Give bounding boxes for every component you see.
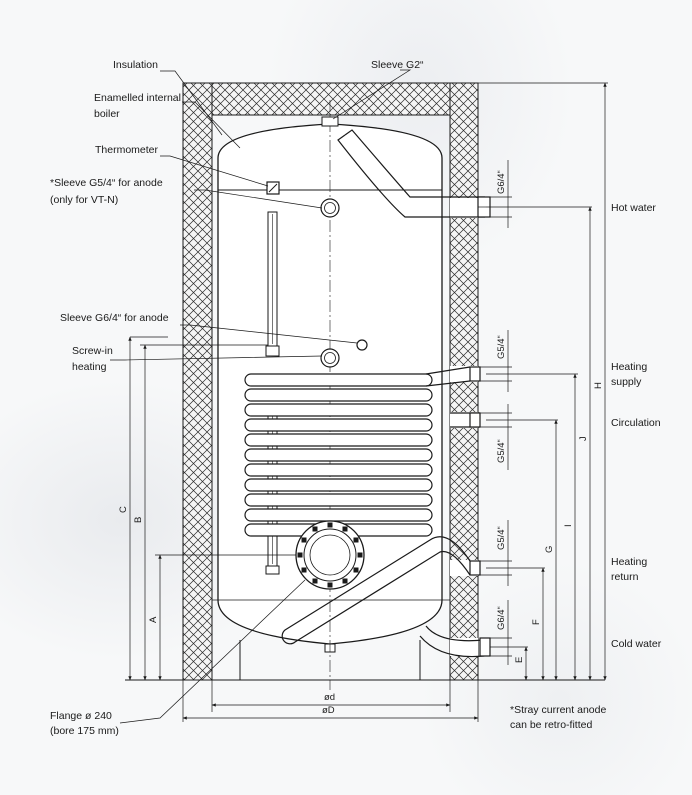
- dim-f: F: [531, 619, 542, 625]
- coil-turn: [244, 418, 433, 432]
- flange-bolt: [301, 567, 307, 573]
- flange-bolt: [327, 522, 333, 528]
- dim-i: I: [563, 524, 574, 527]
- label-thermometer: Thermometer: [95, 144, 159, 156]
- label-enamelled-boiler-1: Enamelled internal: [94, 92, 181, 104]
- label-screw-in-1: Screw-in: [72, 345, 113, 357]
- flange-bolt: [353, 537, 359, 543]
- label-circulation: Circulation: [611, 417, 661, 429]
- coil-turn: [244, 448, 433, 462]
- dim-c: C: [118, 506, 129, 513]
- thermometer: [266, 181, 280, 195]
- thread-supply: G5/4“: [496, 335, 507, 359]
- coil-turn: [244, 403, 433, 417]
- flange-ring: [309, 534, 351, 576]
- flange-bolt: [301, 537, 307, 543]
- label-screw-in-2: heating: [72, 361, 107, 373]
- leader-lines: [110, 69, 412, 724]
- label-sleeve-g2: Sleeve G2“: [371, 59, 424, 71]
- label-stray-anode-2: can be retro-fitted: [510, 719, 592, 731]
- label-sleeve-anode-2: (only for VT-N): [50, 194, 118, 206]
- coil-supply-pipe: [425, 366, 471, 387]
- dim-a: A: [148, 616, 159, 623]
- label-sleeve-anode-1: *Sleeve G5/4“ for anode: [50, 177, 163, 189]
- flange-bolt: [353, 567, 359, 573]
- label-flange-1: Flange ø 240: [50, 710, 112, 722]
- coil-turn: [244, 508, 433, 522]
- flange-bolt: [312, 578, 318, 584]
- label-flange-2: (bore 175 mm): [50, 725, 119, 737]
- anode-sleeve-top-inner: [324, 202, 336, 214]
- label-heating-supply-1: Heating: [611, 361, 647, 373]
- coil-turn: [244, 463, 433, 477]
- dim-j: J: [578, 436, 589, 441]
- label-sleeve-g64-anode: Sleeve G6/4“ for anode: [60, 312, 169, 324]
- label-enamelled-boiler-2: boiler: [94, 108, 120, 120]
- flange-bolt: [297, 552, 303, 558]
- dim-g: G: [544, 546, 555, 553]
- flange-bolt: [312, 526, 318, 532]
- screw-in-heating-sleeve-inner: [324, 352, 336, 364]
- anode-sleeve-g64: [356, 339, 368, 351]
- label-heating-return-2: return: [611, 571, 639, 583]
- thread-circulation: G5/4“: [496, 439, 507, 463]
- flange: [295, 520, 365, 590]
- top-sleeve: [321, 116, 339, 127]
- coil-turn: [244, 478, 433, 492]
- coil-return-pipe: [281, 536, 471, 645]
- flange-bolt: [342, 578, 348, 584]
- label-heating-supply-2: supply: [611, 376, 642, 388]
- flange-bolt: [327, 582, 333, 588]
- thread-return: G5/4“: [496, 526, 507, 550]
- dim-b: B: [133, 517, 144, 523]
- coil-turn: [244, 493, 433, 507]
- thread-cold: G6/4“: [496, 606, 507, 630]
- coil-turn: [244, 373, 433, 387]
- dim-h: H: [593, 382, 604, 389]
- heat-exchanger-coil: [244, 366, 471, 645]
- dim-large-d: øD: [322, 705, 335, 716]
- label-stray-anode-1: *Stray current anode: [510, 704, 606, 716]
- connection-stubs: [419, 366, 491, 658]
- label-insulation: Insulation: [113, 59, 158, 71]
- insulation-jacket: [182, 82, 479, 681]
- screw-in-heating-sleeve: [320, 348, 340, 368]
- flange-ring: [295, 520, 365, 590]
- dim-small-d: ød: [324, 692, 335, 703]
- coil-turn: [244, 433, 433, 447]
- dimension-lines: [128, 82, 608, 722]
- flange-ring: [303, 528, 357, 582]
- coil-turn: [244, 388, 433, 402]
- label-heating-return-1: Heating: [611, 556, 647, 568]
- dim-e: E: [514, 657, 525, 663]
- label-cold-water: Cold water: [611, 638, 662, 650]
- label-hot-water: Hot water: [611, 202, 656, 214]
- flange-bolt: [342, 526, 348, 532]
- flange-bolt: [357, 552, 363, 558]
- thread-hot: G6/4“: [496, 170, 507, 194]
- anode-sleeve-top: [320, 198, 340, 218]
